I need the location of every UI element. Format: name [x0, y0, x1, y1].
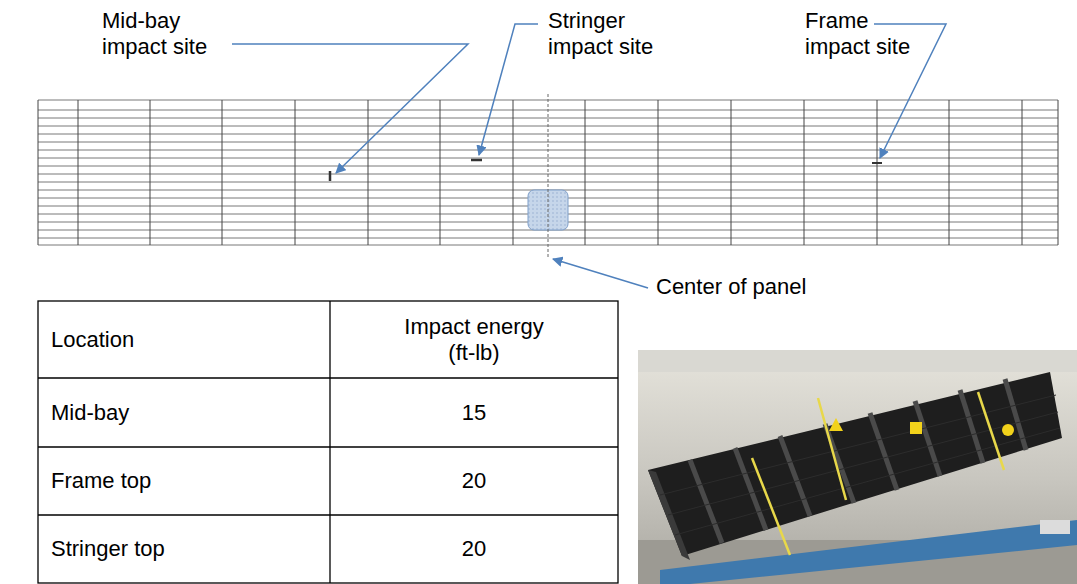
frame-line — [38, 100, 39, 245]
data-table — [38, 301, 618, 583]
table-header: Impact energy (ft-lb) — [331, 302, 617, 377]
frame-line — [949, 100, 950, 245]
table-header: Location — [39, 302, 329, 377]
frame-line — [440, 100, 441, 245]
leader-line — [479, 24, 538, 155]
stringer-line — [38, 118, 1058, 119]
frame-line — [731, 100, 732, 245]
frame-line — [877, 100, 878, 245]
impact-mark — [471, 159, 482, 162]
table-cell: Mid-bay — [39, 379, 329, 446]
frame-line — [513, 100, 514, 245]
callout-label: Center of panel — [656, 274, 856, 300]
impact-mark — [329, 171, 332, 181]
table-cell: 15 — [331, 379, 617, 446]
impact-mark — [872, 162, 882, 164]
table-cell: Stringer top — [39, 516, 329, 582]
frame-line — [585, 100, 586, 245]
callout-label: Frame impact site — [805, 8, 925, 60]
callout-label: Stringer impact site — [548, 8, 673, 60]
leader-line — [553, 259, 648, 288]
stringer-line — [38, 238, 1058, 239]
leader-line — [232, 44, 468, 173]
frame-line — [804, 100, 805, 245]
frame-line — [658, 100, 659, 245]
frame-line — [368, 100, 369, 245]
frame-line — [1022, 100, 1023, 245]
frame-line — [1058, 100, 1059, 245]
table-cell: Frame top — [39, 448, 329, 514]
frame-line — [295, 100, 296, 245]
table-cell: 20 — [331, 516, 617, 582]
table-cell: 20 — [331, 448, 617, 514]
frame-line — [150, 100, 151, 245]
frame-line — [78, 100, 79, 245]
callout-label: Mid-bay impact site — [102, 8, 237, 60]
center-line — [548, 94, 549, 258]
stringer-line — [38, 158, 1058, 159]
panel-photo — [638, 350, 1077, 584]
frame-line — [222, 100, 223, 245]
